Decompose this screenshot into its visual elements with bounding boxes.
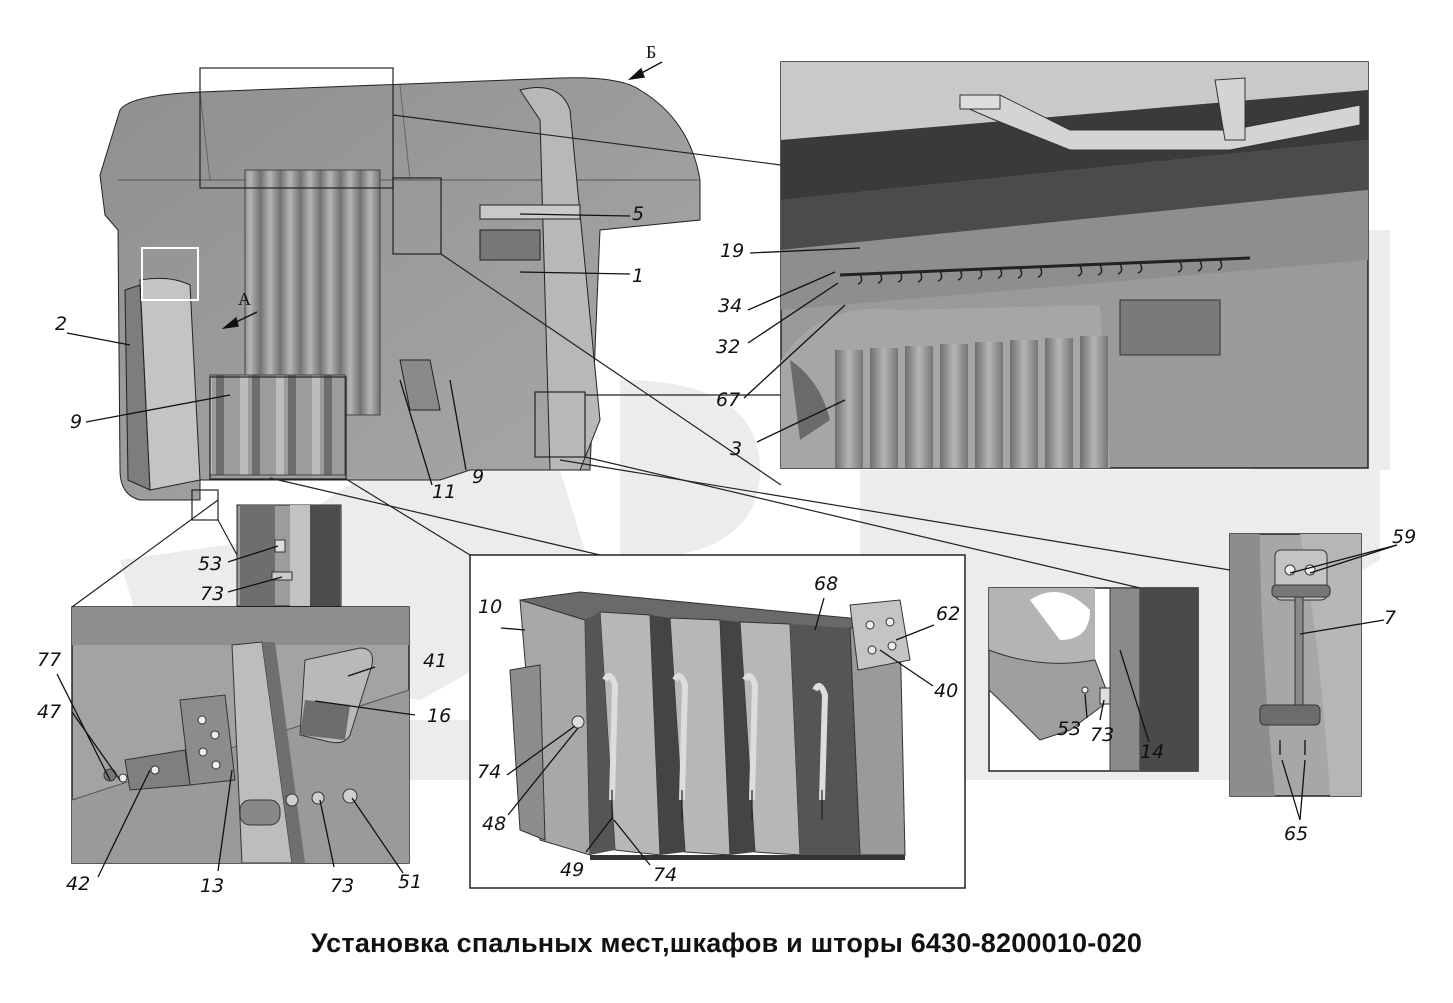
curtain-hooks (857, 259, 1223, 285)
label-65: 65 (1284, 823, 1308, 845)
leader-lines (56, 213, 1398, 878)
label-32: 32 (716, 336, 740, 358)
main-view-frames (141, 67, 586, 521)
view-marker-a: А (238, 289, 251, 309)
view-marker-b: Б (646, 42, 656, 62)
label-73-bracket: 73 (1090, 724, 1114, 746)
connector-lines (71, 114, 1231, 608)
label-3: 3 (730, 438, 742, 460)
label-10: 10 (478, 596, 502, 618)
label-7: 7 (1384, 607, 1396, 629)
label-59: 59 (1392, 526, 1416, 548)
label-42: 42 (66, 873, 90, 895)
label-74-left: 74 (477, 761, 501, 783)
drawing-title: Установка спальных мест,шкафов и шторы 6… (310, 928, 1143, 958)
curtain-folds (835, 336, 1108, 468)
label-53-insert: 53 (198, 553, 222, 575)
callout-labels: Б А 1 2 5 9 9 11 19 34 32 67 3 53 73 77 … (37, 42, 1416, 897)
label-9-left: 9 (70, 411, 82, 433)
label-53-bracket: 53 (1057, 718, 1081, 740)
label-9-center: 9 (472, 466, 484, 488)
bracket-detail (988, 587, 1199, 772)
label-1: 1 (632, 265, 644, 287)
cab-main-view (99, 77, 701, 501)
label-62: 62 (936, 603, 960, 625)
mount-detail (71, 606, 410, 864)
label-34: 34 (718, 295, 742, 317)
label-67: 67 (716, 389, 740, 411)
label-49: 49 (560, 859, 584, 881)
sleeper-rail-detail (780, 61, 1369, 469)
label-73-mount: 73 (330, 875, 354, 897)
label-14: 14 (1140, 741, 1164, 763)
label-11: 11 (432, 481, 456, 503)
label-41: 41 (423, 650, 447, 672)
label-68: 68 (814, 573, 838, 595)
label-13: 13 (200, 875, 224, 897)
label-19: 19 (720, 240, 744, 262)
label-16: 16 (427, 705, 451, 727)
label-77: 77 (37, 649, 61, 671)
small-insert-detail (236, 504, 342, 607)
label-73-insert: 73 (200, 583, 224, 605)
label-74-bottom: 74 (653, 864, 677, 886)
view-arrow-b (627, 61, 663, 81)
label-2: 2 (55, 313, 67, 335)
label-5: 5 (632, 203, 644, 225)
label-40: 40 (934, 680, 958, 702)
label-51: 51 (398, 871, 422, 893)
cabinet-detail (469, 554, 966, 889)
strap-detail (1229, 533, 1362, 797)
label-48: 48 (482, 813, 506, 835)
assembly-drawing: Б А 1 2 5 9 9 11 19 34 32 67 3 53 73 77 … (37, 42, 1416, 897)
label-47: 47 (37, 701, 61, 723)
view-arrow-a (221, 311, 258, 330)
